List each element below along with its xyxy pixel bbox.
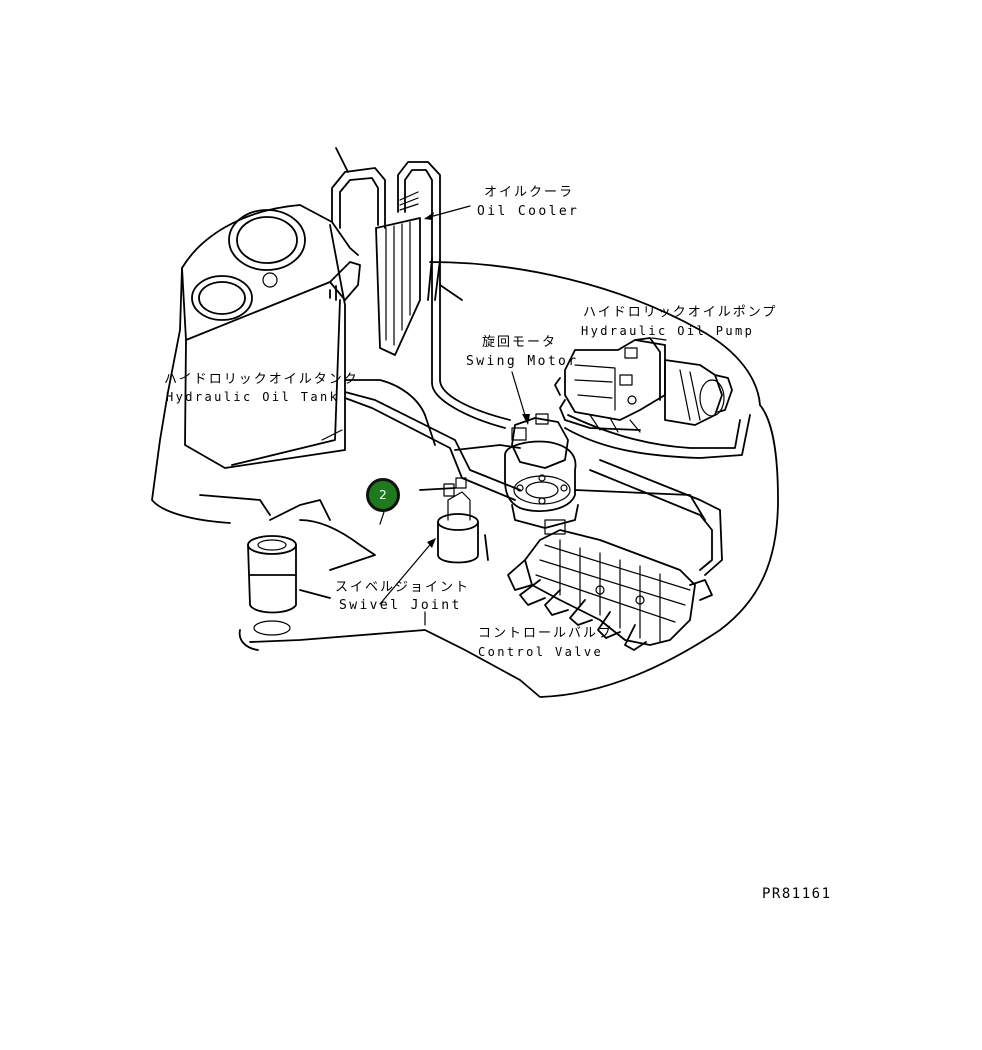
leader-lines — [321, 205, 667, 626]
control-valve — [507, 519, 713, 651]
oil-cooler-label-jp: オイルクーラ — [484, 185, 575, 200]
control-valve-label-en: Control Valve — [478, 645, 604, 659]
pipe-runs — [344, 257, 751, 576]
hydraulic-oil-tank — [181, 209, 361, 469]
base-frame-outline — [151, 204, 779, 698]
swing-motor — [504, 413, 579, 529]
hydraulic-tank-label-en: Hydraulic Oil Tank — [166, 390, 340, 404]
drawing-code: PR81161 — [762, 886, 832, 902]
swivel-joint-label-en: Swivel Joint — [339, 598, 462, 613]
hydraulic-pump-label-jp: ハイドロリックオイルポンプ — [583, 305, 778, 320]
hydraulic-pump-label-en: Hydraulic Oil Pump — [581, 324, 755, 338]
oil-cooler-label-en: Oil Cooler — [477, 204, 580, 219]
callout-number: 2 — [379, 488, 387, 502]
swing-motor-label-jp: 旋回モータ — [482, 335, 558, 350]
filter-element — [199, 494, 376, 636]
swing-motor-label-en: Swing Motor — [466, 354, 579, 369]
hydraulic-tank-label-jp: ハイドロリックオイルタンク — [164, 372, 359, 387]
control-valve-label-jp: コントロールバルブ — [478, 626, 614, 641]
swivel-joint — [437, 477, 489, 564]
oil-cooler — [331, 147, 441, 356]
callout-marker-2[interactable]: 2 — [366, 478, 400, 512]
swivel-joint-label-jp: スイベルジョイント — [335, 580, 471, 595]
hydraulic-oil-pump — [554, 337, 733, 433]
